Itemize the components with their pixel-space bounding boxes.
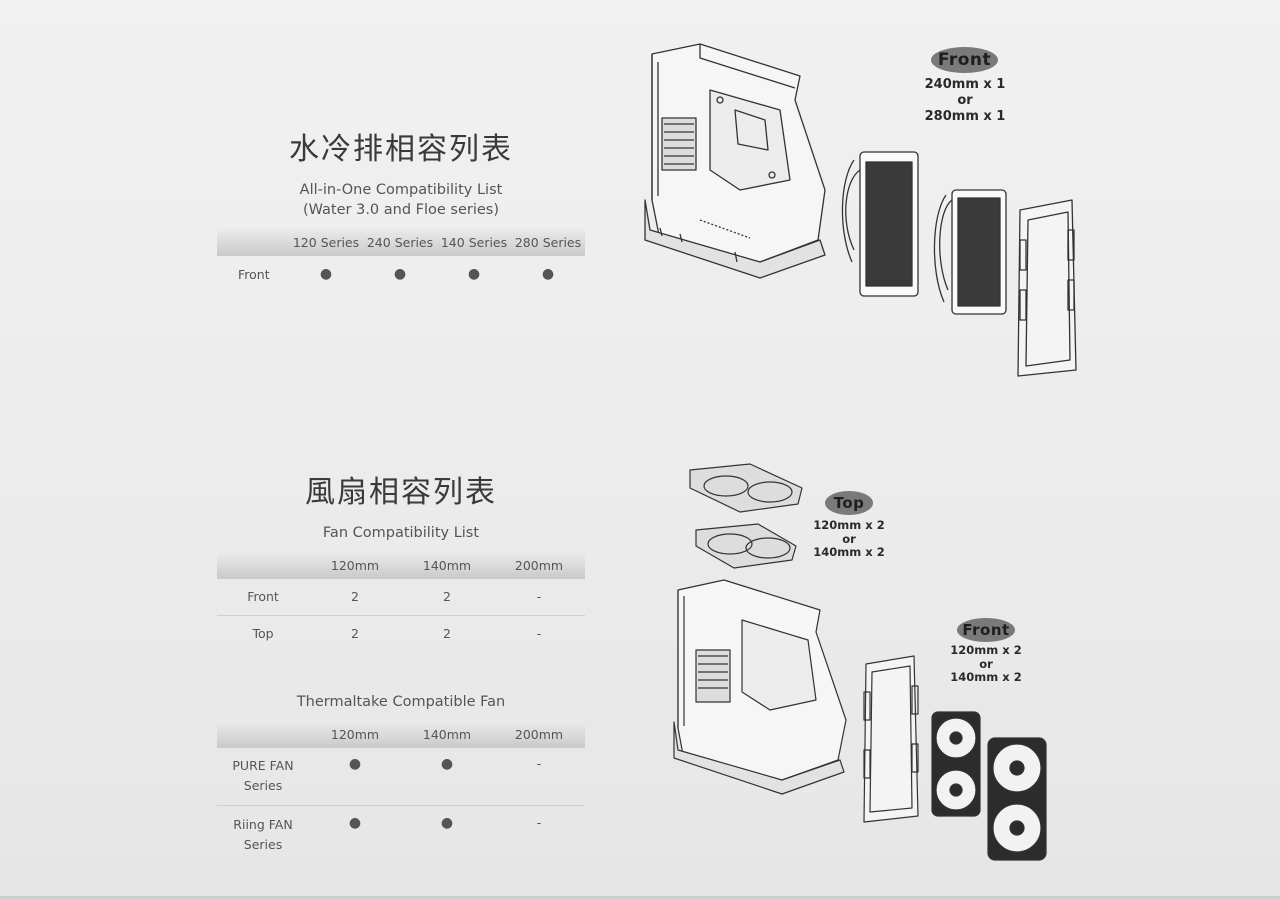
case-fan-illustration bbox=[673, 463, 1047, 861]
table-cell: 2 bbox=[401, 614, 493, 652]
row-label: Front bbox=[247, 589, 279, 605]
table-header-cell: 200mm bbox=[493, 720, 585, 748]
compat-dot: ● bbox=[393, 266, 407, 282]
table-header-row: 120 Series 240 Series 140 Series 280 Ser… bbox=[217, 228, 585, 256]
front-spec: 120mm x 2 or 140mm x 2 bbox=[947, 643, 1025, 685]
fan-subtitle: Fan Compatibility List bbox=[322, 525, 480, 541]
table-cell: 2 bbox=[309, 614, 401, 652]
top-label-pill: Top bbox=[825, 491, 873, 515]
fan-compat-table: 120mm 140mm 200mm Front 2 2 - Top 2 2 - bbox=[217, 551, 585, 652]
row-label: Front bbox=[238, 266, 270, 282]
table-header-cell: 140 Series bbox=[437, 228, 511, 256]
table-cell: - bbox=[536, 756, 542, 771]
tt-fan-subtitle: Thermaltake Compatible Fan bbox=[296, 694, 506, 710]
compat-dot: ● bbox=[541, 266, 555, 282]
spec-line: 140mm x 2 bbox=[950, 670, 1022, 684]
table-header-row: 120mm 140mm 200mm bbox=[217, 720, 585, 748]
table-header-cell: 200mm bbox=[493, 551, 585, 579]
radiator-subtitle-line1: All-in-One Compatibility List bbox=[299, 182, 503, 198]
table-header-cell: 280 Series bbox=[511, 228, 585, 256]
table-cell: - bbox=[493, 614, 585, 652]
spec-line: 280mm x 1 bbox=[924, 109, 1006, 124]
table-row: Top 2 2 - bbox=[217, 614, 585, 652]
table-row: Front ● ● ● ● bbox=[217, 256, 585, 292]
row-label-line: PURE FAN bbox=[232, 758, 294, 773]
compat-dot: ● bbox=[319, 266, 333, 282]
radiator-compat-table: 120 Series 240 Series 140 Series 280 Ser… bbox=[217, 228, 585, 292]
table-cell: - bbox=[536, 589, 542, 605]
table-header-cell: 140mm bbox=[401, 551, 493, 579]
table-header-cell: 120 Series bbox=[289, 228, 363, 256]
row-label: Riing FAN Series bbox=[217, 804, 309, 862]
table-header-cell: 240 Series bbox=[363, 228, 437, 256]
case-radiator-illustration bbox=[644, 43, 1077, 377]
top-spec: 120mm x 2 or 140mm x 2 bbox=[810, 518, 888, 560]
compat-dot: ● bbox=[401, 804, 493, 862]
front-fan-stack-small bbox=[931, 711, 981, 817]
table-header-cell: 120mm bbox=[309, 720, 401, 748]
compat-dot: ● bbox=[309, 804, 401, 862]
compat-dot: ● bbox=[467, 266, 481, 282]
row-label-line: Series bbox=[243, 836, 283, 852]
compat-dot: ● bbox=[440, 756, 454, 772]
spec-line: 240mm x 1 bbox=[924, 77, 1006, 92]
radiator-subtitle-line2: (Water 3.0 and Floe series) bbox=[302, 202, 500, 218]
front-label-pill: Front bbox=[957, 618, 1015, 642]
table-row: Riing FAN Series ● ● - bbox=[217, 804, 585, 862]
bottom-divider bbox=[0, 896, 1280, 899]
spec-line: 120mm x 2 bbox=[813, 518, 885, 532]
table-header-cell bbox=[217, 551, 309, 579]
table-header-cell: 120mm bbox=[309, 551, 401, 579]
front-fan-stack-large bbox=[987, 737, 1047, 861]
row-label-line: Riing FAN bbox=[233, 816, 293, 832]
front-label-pill: Front bbox=[931, 47, 998, 73]
radiator-title: 水冷排相容列表 bbox=[289, 132, 513, 167]
radiator-subtitle: All-in-One Compatibility List (Water 3.0… bbox=[217, 180, 585, 220]
spec-line: 140mm x 2 bbox=[813, 545, 885, 559]
table-row: Front 2 2 - bbox=[217, 579, 585, 615]
spec-line: or bbox=[842, 531, 856, 546]
table-header-cell bbox=[217, 720, 309, 748]
spec-line: 120mm x 2 bbox=[950, 643, 1022, 657]
spec-line: or bbox=[957, 93, 973, 108]
tt-fan-compat-table: 120mm 140mm 200mm PURE FAN Series ● ● - … bbox=[217, 720, 585, 862]
front-bracket bbox=[1017, 199, 1077, 377]
row-label: Top bbox=[217, 614, 309, 652]
table-cell: 2 bbox=[351, 589, 359, 605]
row-label: PURE FAN Series bbox=[217, 748, 309, 805]
spec-line: or bbox=[979, 656, 993, 671]
table-header-row: 120mm 140mm 200mm bbox=[217, 551, 585, 579]
compat-dot: ● bbox=[348, 756, 362, 772]
table-row: PURE FAN Series ● ● - bbox=[217, 748, 585, 805]
fan-title: 風扇相容列表 bbox=[305, 475, 497, 510]
row-label-line: Series bbox=[243, 778, 283, 793]
top-fan-pair-upper bbox=[689, 463, 803, 513]
front-bracket bbox=[863, 655, 919, 823]
table-cell: 2 bbox=[443, 589, 451, 605]
table-header-cell: 140mm bbox=[401, 720, 493, 748]
radiator-spec: 240mm x 1 or 280mm x 1 bbox=[920, 77, 1010, 125]
table-cell: - bbox=[493, 804, 585, 862]
table-header-cell bbox=[217, 228, 289, 256]
